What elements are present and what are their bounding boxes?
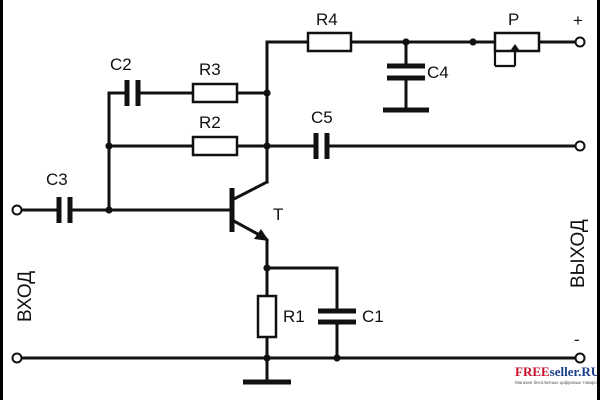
label-c3: C3 [46,170,68,189]
label-transistor: T [273,205,283,224]
watermark-logo: FREEseller.RU Магазин бесплатных цифровы… [515,364,600,385]
capacitor-c4 [383,40,429,113]
junction-dots [105,38,477,362]
resistor-r3 [191,82,239,104]
logo-red-text: FREE [515,364,550,379]
label-r4: R4 [316,10,338,29]
input-branch-c3 [19,197,233,223]
resistor-r2 [191,135,239,157]
transistor-t [229,179,270,270]
terminals [11,36,586,364]
terminal-output [574,140,586,152]
label-c4: C4 [427,63,449,82]
label-c2: C2 [110,55,132,74]
label-r3: R3 [199,60,221,79]
label-pot: P [508,10,519,29]
potentiometer-p [493,31,541,68]
label-minus: - [574,330,580,349]
logo-tagline: Магазин бесплатных цифровых товаров [515,380,600,385]
terminal-minus [574,352,586,364]
label-plus: + [573,11,583,30]
label-r2: R2 [199,113,221,132]
label-c1: C1 [362,307,384,326]
label-output: ВЫХОД [568,219,589,288]
label-c5: C5 [311,108,333,127]
branch-r2-c5 [107,133,578,159]
schematic-svg: R4 R3 R2 R1 C2 C3 C4 C5 C1 P T + - ВХОД … [11,10,600,385]
terminal-plus [574,36,586,48]
label-r1: R1 [283,307,305,326]
terminal-ground-left [11,352,23,364]
resistor-r1 [256,294,278,339]
resistor-r4 [306,31,353,53]
feedback-branch-r3-c2 [107,80,269,212]
logo-blue-text: seller.RU [550,364,600,379]
terminal-input [11,204,23,216]
label-input: ВХОД [15,271,36,322]
svg-text:FREEseller.RU: FREEseller.RU [515,364,600,379]
